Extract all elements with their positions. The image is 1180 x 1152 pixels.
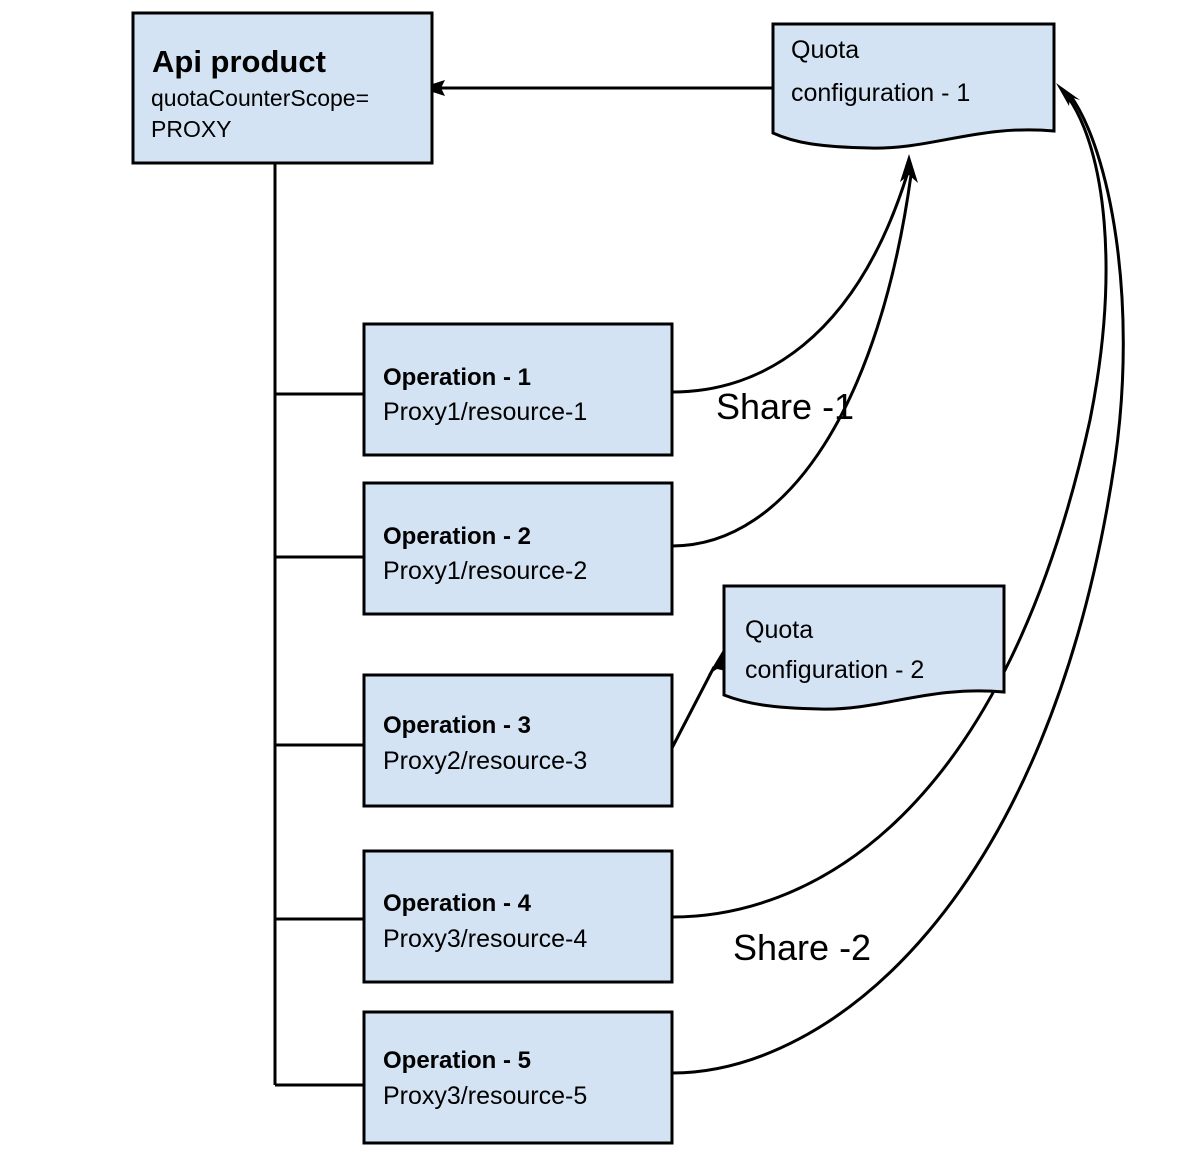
operation-4-box[interactable] xyxy=(362,849,674,984)
node-quota-configuration-1[interactable]: Quota configuration - 1 xyxy=(771,22,1056,150)
operation-3-box[interactable] xyxy=(362,673,674,808)
curve-operation-4-to-quota1 xyxy=(671,96,1108,919)
node-quota-configuration-2[interactable]: Quota configuration - 2 xyxy=(722,584,1006,711)
operation-2-box[interactable] xyxy=(362,481,674,616)
quota-configuration-1-line-2: configuration - 1 xyxy=(791,79,970,107)
operation-5-title: Operation - 5 xyxy=(383,1047,531,1074)
quota-configuration-1-line-1: Quota xyxy=(791,36,859,64)
api-product-attribute-line-2: PROXY xyxy=(151,116,232,142)
operation-3-title: Operation - 3 xyxy=(383,712,531,739)
curve-operation-1-to-quota1 xyxy=(671,174,909,394)
share-1-connectors xyxy=(671,154,918,548)
quota-configuration-2-line-1: Quota xyxy=(745,616,813,644)
share-2-arrowhead xyxy=(1056,83,1080,106)
arrow-operation-3-to-quota2-line xyxy=(670,666,716,749)
api-product-title: Api product xyxy=(152,44,326,79)
operation-1-title: Operation - 1 xyxy=(383,364,531,391)
node-operation-3[interactable]: Operation - 3 Proxy2/resource-3 xyxy=(362,673,674,808)
node-operation-1[interactable]: Operation - 1 Proxy1/resource-1 xyxy=(362,322,674,457)
share-2-connectors xyxy=(671,83,1125,1075)
quota-configuration-2-document-shape[interactable] xyxy=(722,584,1006,711)
quota-configuration-2-line-2: configuration - 2 xyxy=(745,656,924,684)
operation-1-path: Proxy1/resource-1 xyxy=(383,398,587,426)
arrow-quota1-to-product xyxy=(420,80,772,96)
operation-2-title: Operation - 2 xyxy=(383,523,531,550)
node-operation-4[interactable]: Operation - 4 Proxy3/resource-4 xyxy=(362,849,674,984)
operation-1-box[interactable] xyxy=(362,322,674,457)
quota-configuration-1-document-shape[interactable] xyxy=(771,22,1056,150)
arrow-operation-3-to-quota2 xyxy=(670,650,726,749)
operation-3-path: Proxy2/resource-3 xyxy=(383,747,587,775)
operation-4-title: Operation - 4 xyxy=(383,890,532,917)
node-operation-5[interactable]: Operation - 5 Proxy3/resource-5 xyxy=(362,1010,674,1145)
api-product-box[interactable] xyxy=(131,11,434,165)
curve-operation-5-to-quota1 xyxy=(671,94,1125,1075)
share-2-label: Share -2 xyxy=(733,927,871,968)
share-1-arrowhead xyxy=(900,154,918,183)
api-product-attribute-line-1: quotaCounterScope= xyxy=(151,85,369,111)
node-operation-2[interactable]: Operation - 2 Proxy1/resource-2 xyxy=(362,481,674,616)
operation-5-box[interactable] xyxy=(362,1010,674,1145)
product-operations-tree xyxy=(273,163,364,1087)
curve-operation-2-to-quota1 xyxy=(671,174,913,548)
operation-5-path: Proxy3/resource-5 xyxy=(383,1082,587,1110)
operation-2-path: Proxy1/resource-2 xyxy=(383,557,587,585)
share-1-label: Share -1 xyxy=(716,386,854,427)
operation-4-path: Proxy3/resource-4 xyxy=(383,925,587,953)
node-api-product[interactable]: Api product quotaCounterScope= PROXY xyxy=(131,11,434,165)
arrow-operation-3-to-quota2-head xyxy=(708,650,726,675)
